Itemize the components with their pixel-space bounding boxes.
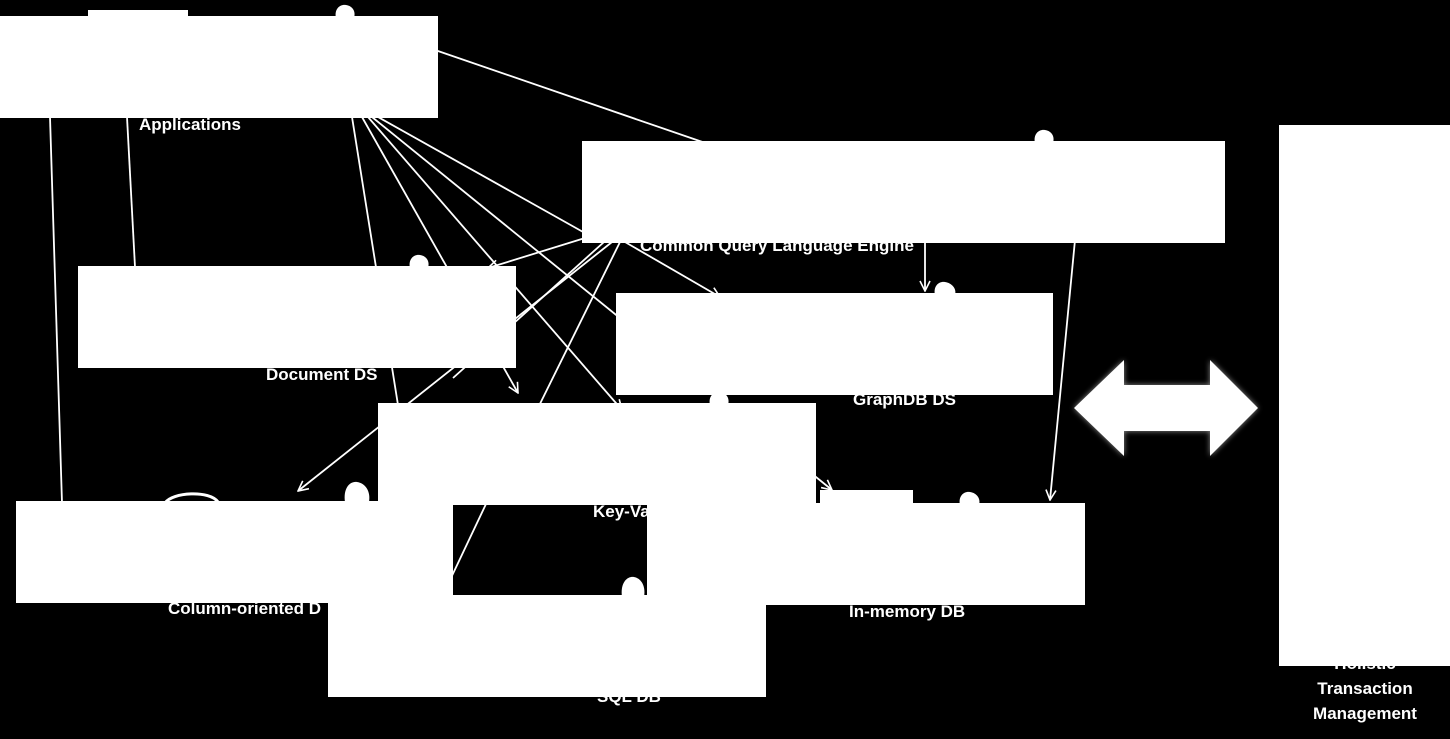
transaction-label-line3: Management — [1313, 704, 1417, 723]
connector-query-to-sql-2 — [449, 503, 487, 581]
query-engine-label: Common Query Language Engine — [640, 236, 914, 255]
transaction-box — [1279, 125, 1450, 666]
key-value-label: Key-Va — [593, 502, 650, 521]
connector-apps-to-document — [126, 116, 136, 268]
sql-box — [328, 595, 766, 697]
document-label: Document DS — [266, 365, 378, 384]
query-engine-box — [582, 141, 1225, 243]
in-memory-box-tab — [820, 490, 913, 504]
sql-label: SQL DB — [597, 687, 661, 706]
blob-icon — [409, 254, 429, 268]
blob-icon — [709, 391, 729, 405]
connector-apps-to-query — [434, 49, 721, 149]
blob-icon — [335, 4, 355, 18]
applications-box — [0, 16, 438, 118]
connector-query-to-sql — [531, 241, 621, 421]
blob-icon — [1034, 129, 1054, 143]
transaction-label-line2: Transaction — [1317, 679, 1413, 698]
connector-query-to-inmemory — [1050, 239, 1076, 500]
in-memory-box — [647, 503, 1085, 605]
connector-query-to-graph — [624, 241, 720, 297]
double-arrow-icon — [1074, 360, 1258, 456]
applications-label: Applications — [139, 115, 242, 134]
transaction-box-overlap — [1279, 640, 1450, 666]
document-box — [78, 266, 516, 368]
connector-apps-left — [49, 116, 63, 504]
column-box — [16, 501, 453, 603]
blob-icon — [621, 576, 645, 597]
db-cylinder-icon — [163, 492, 220, 505]
column-label: Column-oriented D — [168, 599, 321, 618]
applications-box-tab — [88, 10, 188, 18]
blob-icon — [959, 491, 980, 505]
blob-icon — [344, 481, 370, 502]
in-memory-label: In-memory DB — [849, 602, 966, 621]
key-value-box — [378, 403, 816, 505]
graph-box — [616, 293, 1053, 395]
connector-query-to-document — [488, 237, 586, 268]
blob-icon — [934, 281, 956, 295]
connector-apps-fan-4 — [377, 116, 593, 238]
graph-label: GraphDB DS — [853, 390, 956, 409]
